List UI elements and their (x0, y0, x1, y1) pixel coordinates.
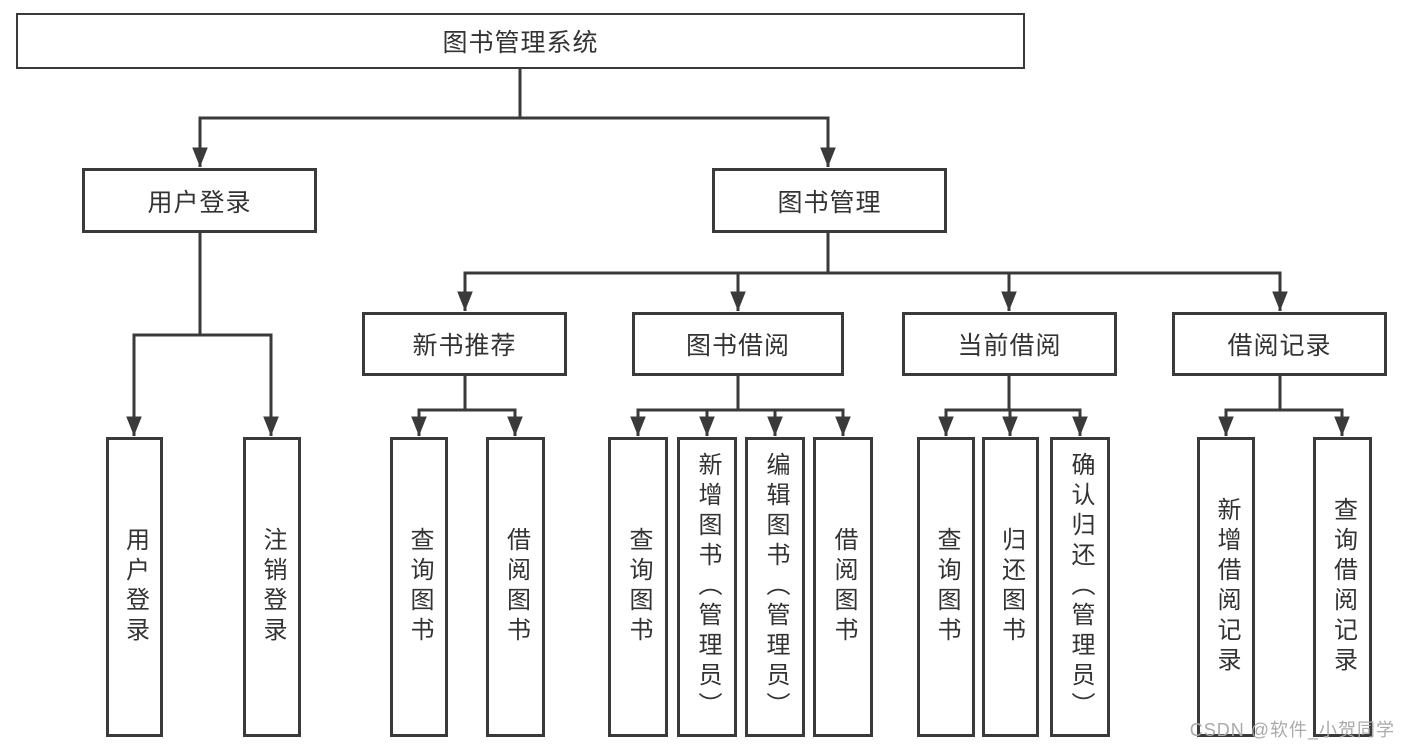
leaf-logout: 注销登录 (243, 437, 301, 737)
leaf-label: 借阅图书 (502, 527, 530, 647)
csdn-watermark: CSDN @软件_小贺同学 (1189, 720, 1395, 740)
leaf-add-books-admin: 新增图书（管理员） (677, 437, 737, 737)
node-user-login-branch: 用户登录 (82, 168, 317, 233)
node-current-borrow: 当前借阅 (902, 312, 1117, 376)
node-label: 当前借阅 (957, 332, 1062, 360)
leaf-label: 编辑图书（管理员） (762, 452, 789, 722)
node-library-management-system: 图书管理系统 (16, 13, 1025, 69)
node-label: 新书推荐 (412, 332, 517, 360)
leaf-query-books-recommend: 查询图书 (390, 437, 448, 737)
leaf-label: 借阅图书 (830, 527, 857, 647)
node-label: 图书管理 (777, 188, 882, 217)
leaf-borrow-books-recommend: 借阅图书 (486, 437, 545, 737)
node-book-management-branch: 图书管理 (712, 168, 947, 233)
leaf-query-books-current: 查询图书 (917, 437, 975, 737)
node-book-borrow: 图书借阅 (632, 312, 844, 376)
node-label: 图书管理系统 (442, 29, 599, 57)
leaf-label: 查询图书 (625, 527, 652, 647)
leaf-label: 新增图书（管理员） (694, 452, 721, 722)
leaf-label: 新增借阅记录 (1213, 497, 1240, 677)
leaf-label: 查询借阅记录 (1329, 497, 1357, 677)
leaf-user-login: 用户登录 (106, 437, 163, 737)
leaf-label: 确认归还（管理员） (1067, 452, 1094, 722)
leaf-return-books: 归还图书 (982, 437, 1039, 737)
leaf-label: 查询图书 (406, 527, 433, 647)
leaf-label: 注销登录 (259, 527, 286, 647)
node-label: 借阅记录 (1227, 332, 1332, 360)
node-new-book-recommend: 新书推荐 (362, 312, 567, 376)
leaf-edit-books-admin: 编辑图书（管理员） (745, 437, 805, 737)
leaf-query-books-borrow: 查询图书 (608, 437, 668, 737)
leaf-label: 归还图书 (997, 527, 1025, 647)
node-label: 用户登录 (147, 188, 252, 217)
leaf-query-borrow-record: 查询借阅记录 (1313, 437, 1372, 737)
leaf-borrow-books: 借阅图书 (813, 437, 873, 737)
leaf-confirm-return-admin: 确认归还（管理员） (1050, 437, 1110, 737)
leaf-add-borrow-record: 新增借阅记录 (1197, 437, 1255, 737)
node-borrow-records: 借阅记录 (1172, 312, 1387, 376)
node-label: 图书借阅 (685, 332, 790, 360)
leaf-label: 查询图书 (933, 527, 960, 647)
leaf-label: 用户登录 (121, 527, 149, 647)
